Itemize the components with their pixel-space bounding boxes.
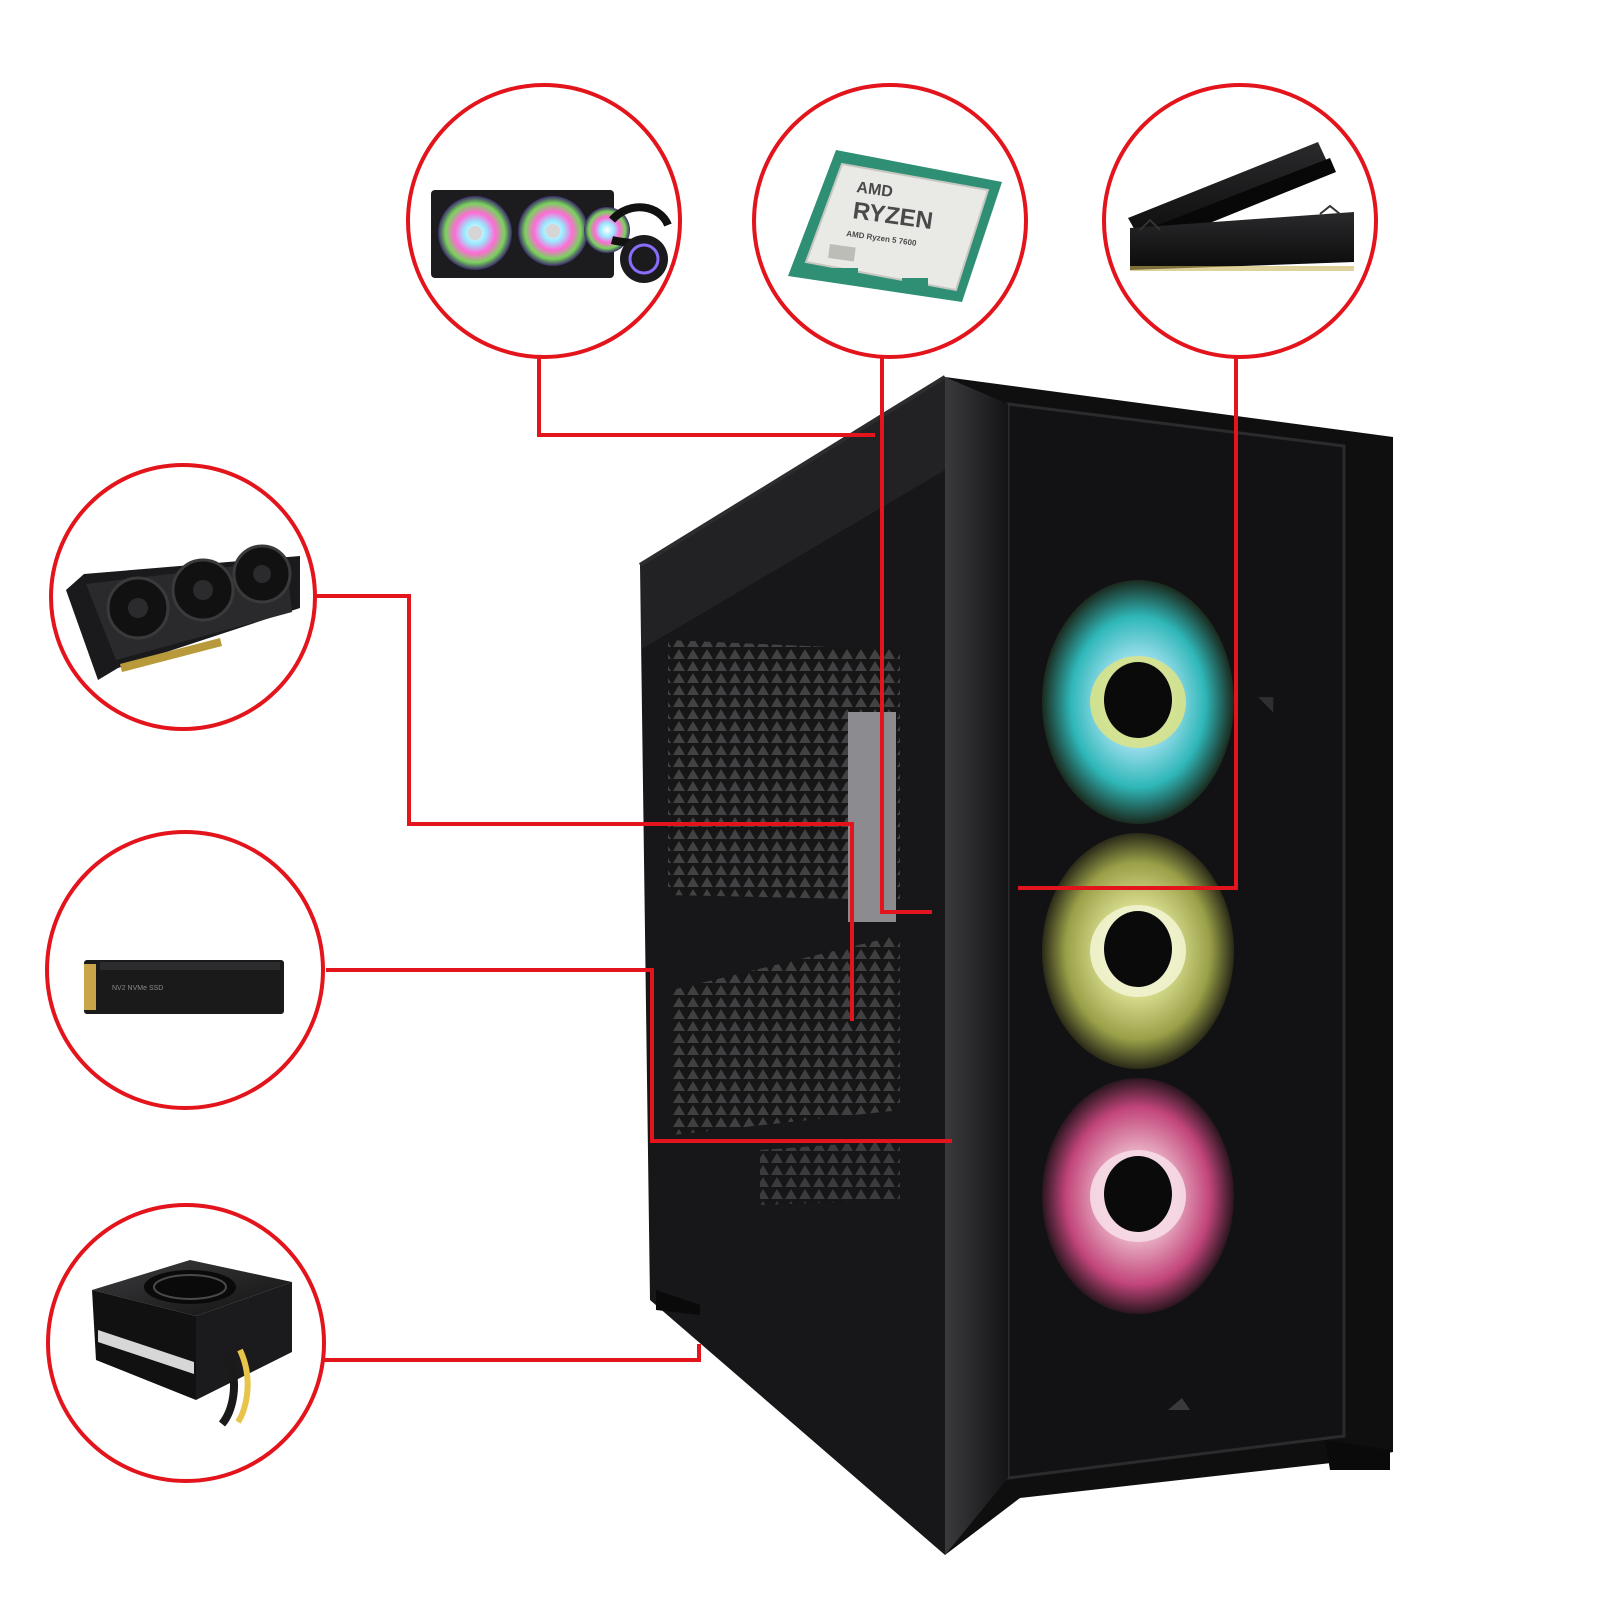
callout-storage: NV2 NVMe SSD [45, 830, 325, 1110]
pc-case: ◥ [638, 375, 1393, 1555]
motherboard-tray [668, 640, 900, 900]
cpu-callout-line [880, 357, 932, 914]
ram-callout-line [1018, 357, 1238, 890]
case-foot-front [1325, 1440, 1390, 1470]
glass-frame [638, 375, 947, 567]
callout-liquid-cooler [406, 83, 682, 359]
gpu-callout-line [315, 594, 854, 1021]
psu-icon [92, 1260, 292, 1427]
callout-processor: AMD RYZEN AMD Ryzen 5 7600 [752, 83, 1028, 359]
cpu-chip-icon: AMD RYZEN AMD Ryzen 5 7600 [788, 150, 1002, 302]
case-front-edge [945, 377, 1008, 1555]
case-foot-left [656, 1290, 700, 1315]
corsair-logo [1168, 1398, 1190, 1410]
front-fan-top [1042, 580, 1234, 824]
ram-sticks-icon [1128, 142, 1354, 271]
glass-reflection [640, 377, 945, 650]
psu-callout-line [323, 1344, 701, 1362]
cpu-brand-text: AMD [855, 179, 893, 201]
m2-ssd-icon: NV2 NVMe SSD [84, 960, 284, 1014]
front-logo-glyph: ◥ [1258, 693, 1274, 715]
cable-cutout [848, 712, 896, 922]
callout-power-supply [46, 1203, 326, 1483]
bottom-mesh [760, 1140, 900, 1205]
front-fan-bottom [1042, 1078, 1234, 1314]
ssd-label-text: NV2 NVMe SSD [112, 985, 163, 992]
ssd-callout-line [326, 968, 952, 1143]
cooler-callout-line [537, 357, 875, 437]
front-fan-middle [1042, 833, 1234, 1069]
psu-shroud-mesh [672, 935, 900, 1135]
callout-lines [315, 357, 1238, 1362]
aio-cooler-icon [431, 190, 672, 283]
callout-graphics-card [49, 463, 317, 731]
gpu-icon [66, 544, 300, 680]
callout-memory [1102, 83, 1378, 359]
